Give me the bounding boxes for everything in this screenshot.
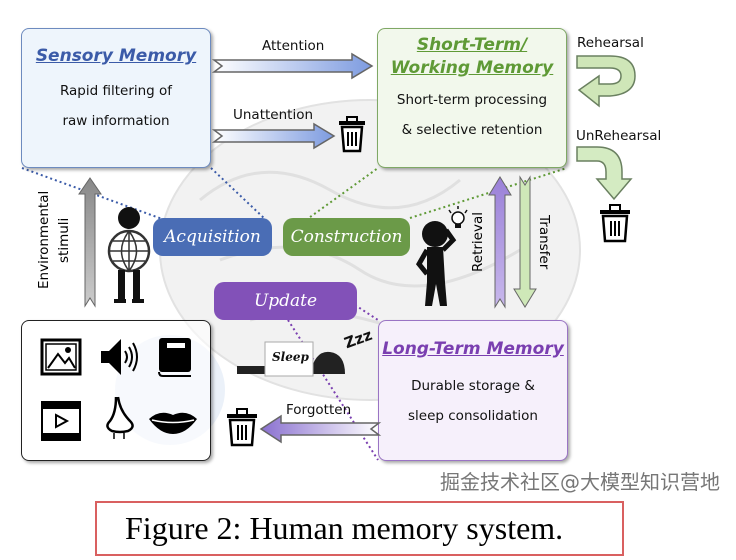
forgotten-label: Forgotten	[286, 402, 352, 418]
thinking-person-icon	[415, 206, 468, 306]
environmental-stimuli-arrow	[78, 177, 102, 308]
sensory-memory-desc-1: Rapid filtering of	[59, 83, 173, 99]
construction-process: Construction	[283, 218, 410, 256]
short-term-desc-2: & selective retention	[401, 122, 543, 138]
speaker-icon	[101, 339, 138, 375]
acquisition-process: Acquisition	[153, 218, 272, 256]
environmental-stimuli-label: Environmental stimuli	[34, 190, 74, 290]
retrieval-label: Retrieval	[470, 212, 486, 272]
sleep-label: Sleep	[272, 350, 309, 364]
unrehearsal-label: UnRehearsal	[576, 128, 662, 144]
short-term-memory-box: Short-Term/ Working Memory Short-term pr…	[377, 28, 567, 168]
short-term-title-2: Working Memory	[390, 58, 554, 78]
sensory-memory-desc-2: raw information	[62, 113, 170, 129]
unattention-label: Unattention	[233, 107, 314, 123]
trash-icon	[600, 204, 630, 243]
long-term-desc-1: Durable storage &	[411, 378, 535, 394]
retrieval-arrow	[488, 176, 512, 309]
book-icon	[158, 338, 191, 377]
lips-icon	[149, 412, 197, 434]
attention-label: Attention	[262, 38, 325, 54]
image-icon	[40, 338, 82, 376]
long-term-desc-2: sleep consolidation	[408, 408, 538, 424]
stimuli-box	[21, 320, 211, 461]
transfer-label: Transfer	[536, 215, 552, 270]
watermark: 掘金技术社区@大模型知识营地	[440, 470, 720, 494]
transfer-arrow	[513, 175, 537, 308]
globe-person-icon	[107, 207, 151, 303]
short-term-desc-1: Short-term processing	[396, 92, 548, 108]
environmental-label-2: stimuli	[56, 217, 72, 263]
trash-icon	[227, 408, 257, 447]
figure-caption: Figure 2: Human memory system.	[125, 510, 564, 546]
attention-arrow	[211, 52, 374, 80]
nose-icon	[106, 396, 134, 439]
sleeping-person-icon	[237, 341, 345, 377]
rehearsal-loop-arrow	[576, 55, 636, 108]
figure-caption-box	[95, 501, 624, 556]
sensory-memory-title: Sensory Memory	[35, 46, 197, 66]
unattention-arrow	[211, 122, 336, 150]
rehearsal-label: Rehearsal	[577, 35, 644, 51]
short-term-title-1: Short-Term/	[416, 35, 528, 55]
trash-icon	[339, 116, 365, 153]
video-icon	[41, 401, 81, 441]
unrehearsal-arrow	[576, 146, 633, 201]
long-term-memory-box: Long-Term Memory Durable storage & sleep…	[378, 320, 568, 461]
update-process: Update	[214, 282, 357, 320]
sensory-memory-box: Sensory Memory Rapid filtering of raw in…	[21, 28, 211, 168]
environmental-label-1: Environmental	[36, 190, 52, 290]
long-term-title: Long-Term Memory	[382, 339, 564, 359]
forgotten-arrow	[259, 414, 382, 444]
